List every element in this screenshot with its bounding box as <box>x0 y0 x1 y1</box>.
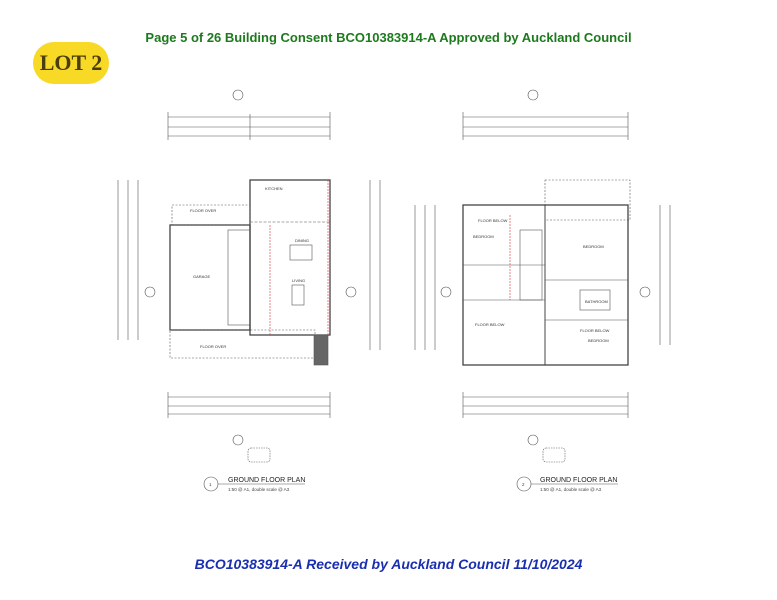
consent-header: Page 5 of 26 Building Consent BCO1038391… <box>145 30 632 45</box>
room-floor-below-3: FLOOR BELOW <box>580 328 610 333</box>
plan2-title: GROUND FLOOR PLAN <box>540 477 617 484</box>
room-floor-over-2: FLOOR OVER <box>200 344 226 349</box>
room-bedroom-3: BEDROOM <box>588 338 609 343</box>
received-footer: BCO10383914-A Received by Auckland Counc… <box>194 556 583 572</box>
plan1-dimension-bottom <box>167 392 331 418</box>
room-garage: GARAGE <box>193 274 210 279</box>
room-dining: DINING <box>295 238 309 243</box>
room-bedroom-1: BEDROOM <box>583 244 604 249</box>
room-bathroom: BATHROOM <box>585 299 608 304</box>
plan1-dimension-top <box>167 112 331 140</box>
plan1-title: GROUND FLOOR PLAN <box>228 477 305 484</box>
plan2-dimension-top <box>462 112 629 140</box>
plan1-scale: 1:50 @ A1, double scale @ A3 <box>228 487 290 492</box>
plan2-dimension-bottom <box>462 392 629 418</box>
plan2-scale: 1:50 @ A1, double scale @ A3 <box>540 487 602 492</box>
room-floor-below-2: FLOOR BELOW <box>475 322 505 327</box>
room-kitchen: KITCHEN <box>265 186 283 191</box>
plan1-number: 1 <box>209 482 212 487</box>
room-floor-below: FLOOR BELOW <box>478 218 508 223</box>
lot-badge: LOT 2 <box>33 42 109 84</box>
room-floor-over: FLOOR OVER <box>190 208 216 213</box>
plan2-number: 2 <box>522 482 525 487</box>
room-bedroom-2: BEDROOM <box>473 234 494 239</box>
lot-badge-label: LOT 2 <box>39 50 103 75</box>
room-living: LIVING <box>292 278 305 283</box>
